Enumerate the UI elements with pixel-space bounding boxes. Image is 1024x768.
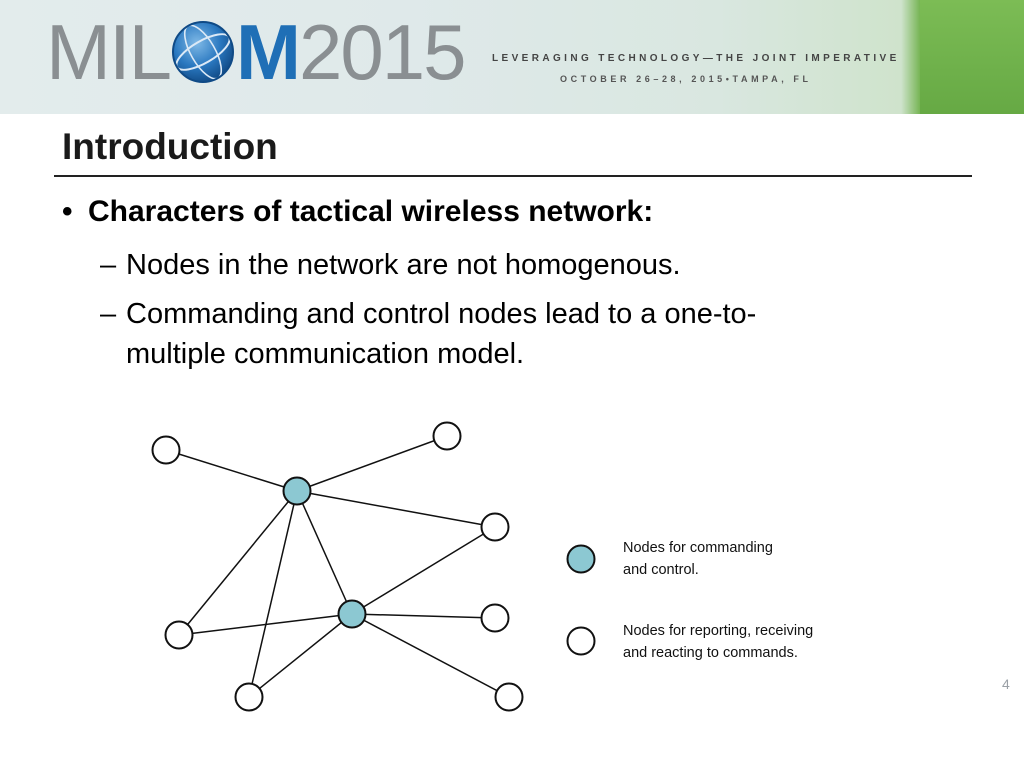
link xyxy=(165,449,298,492)
link xyxy=(296,490,353,615)
sub-bullet-1: –Nodes in the network are not homogenous… xyxy=(100,245,681,285)
sub-bullet-2-text-line2: multiple communication model. xyxy=(126,338,525,370)
conference-banner: MIL M2015 LEVERAGING TECHNOLOGY—THE JOIN… xyxy=(0,0,1024,114)
report-node xyxy=(151,435,181,465)
slide-title: Introduction xyxy=(62,126,278,167)
legend-report-line2: and reacting to commands. xyxy=(623,645,798,661)
logo-wordmark: MIL M2015 xyxy=(46,13,467,97)
legend-command-line2: and control. xyxy=(623,562,699,578)
report-node xyxy=(234,682,264,712)
link xyxy=(351,526,496,615)
logo-year: 2015 xyxy=(299,7,467,96)
link xyxy=(296,490,496,528)
report-node xyxy=(432,421,462,451)
conference-tagline: LEVERAGING TECHNOLOGY—THE JOINT IMPERATI… xyxy=(492,53,900,64)
sub-bullet-2-text-line1: Commanding and control nodes lead to a o… xyxy=(126,298,757,330)
dash-marker: – xyxy=(100,298,117,330)
legend-command-symbol xyxy=(566,544,596,574)
network-links xyxy=(165,435,510,698)
main-bullet-text: Characters of tactical wireless network: xyxy=(88,195,654,228)
report-node xyxy=(494,682,524,712)
legend-command-line1: Nodes for commanding xyxy=(623,540,773,556)
link xyxy=(248,613,353,698)
banner-green-block xyxy=(920,0,1024,114)
report-node xyxy=(480,512,510,542)
report-node xyxy=(480,603,510,633)
command-node xyxy=(282,476,312,506)
legend-report-symbol xyxy=(566,626,596,656)
legend-command-label: Nodes for commanding and control. xyxy=(623,537,773,581)
network-nodes xyxy=(151,421,524,712)
link xyxy=(296,435,448,492)
link xyxy=(178,490,298,636)
dash-marker: – xyxy=(100,249,117,281)
sub-bullet-2: –Commanding and control nodes lead to a … xyxy=(100,294,756,374)
report-node xyxy=(164,620,194,650)
page-number: 4 xyxy=(1002,676,1010,692)
milcom-logo: MIL M2015 xyxy=(46,10,476,100)
link xyxy=(351,613,496,619)
link xyxy=(178,613,353,636)
logo-mil: MIL xyxy=(46,7,172,96)
title-divider xyxy=(54,175,972,177)
logo-m: M xyxy=(236,7,301,96)
main-bullet: • Characters of tactical wireless network… xyxy=(62,195,653,229)
link xyxy=(351,613,510,698)
legend-report-label: Nodes for reporting, receiving and react… xyxy=(623,620,813,664)
command-node xyxy=(337,599,367,629)
bullet-marker: • xyxy=(62,195,73,228)
globe-icon xyxy=(170,19,236,97)
link xyxy=(248,490,298,698)
sub-bullet-1-text: Nodes in the network are not homogenous. xyxy=(126,249,681,281)
legend-report-line1: Nodes for reporting, receiving xyxy=(623,623,814,639)
conference-dates: OCTOBER 26–28, 2015•TAMPA, FL xyxy=(560,74,812,84)
legend-symbols xyxy=(566,544,596,656)
